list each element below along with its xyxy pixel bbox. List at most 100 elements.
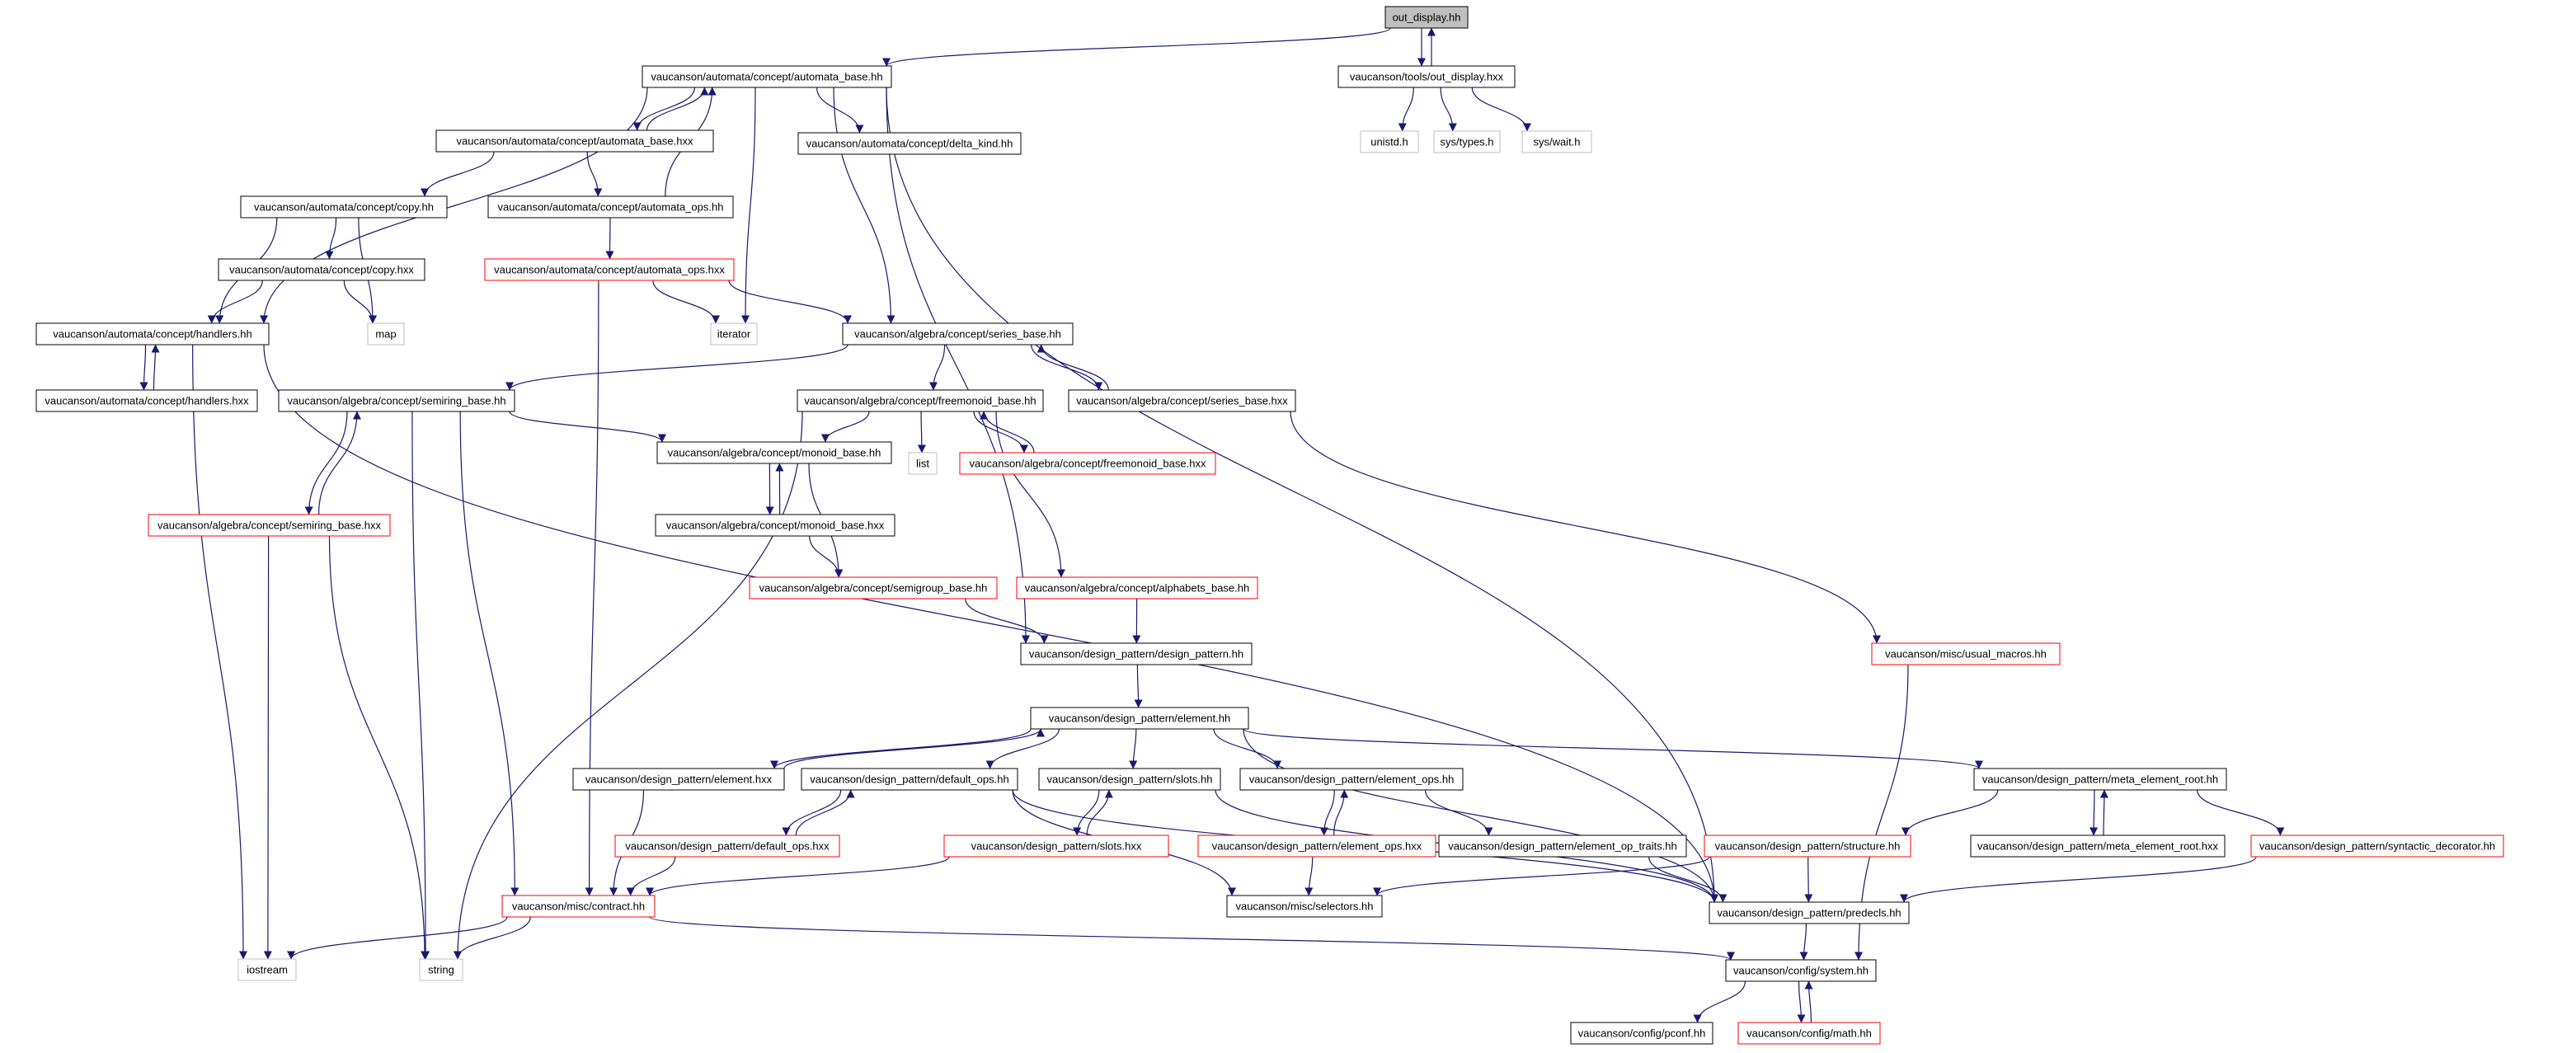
include-edge xyxy=(1440,87,1457,132)
node-label: vaucanson/tools/out_display.hxx xyxy=(1350,71,1504,83)
graph-node[interactable]: vaucanson/design_pattern/default_ops.hxx xyxy=(614,834,840,858)
graph-node[interactable]: out_display.hh xyxy=(1384,6,1469,29)
node-label: map xyxy=(375,328,396,341)
graph-node: iostream xyxy=(237,958,297,981)
include-edge xyxy=(1134,664,1143,708)
node-box xyxy=(656,441,892,464)
graph-node[interactable]: vaucanson/config/system.hh xyxy=(1725,959,1877,982)
node-label: list xyxy=(916,458,929,470)
include-edge xyxy=(995,411,1065,578)
graph-node[interactable]: vaucanson/design_pattern/meta_element_ro… xyxy=(1970,834,2226,858)
node-label: vaucanson/automata/concept/delta_kind.hh xyxy=(806,138,1013,150)
node-box xyxy=(1226,895,1383,918)
graph-node[interactable]: vaucanson/design_pattern/syntactic_decor… xyxy=(2250,834,2504,858)
graph-node[interactable]: vaucanson/algebra/concept/series_base.hx… xyxy=(1068,389,1296,412)
node-label: vaucanson/design_pattern/element_ops.hxx xyxy=(1212,840,1422,853)
node-box xyxy=(614,834,840,858)
node-label: vaucanson/automata/concept/handlers.hh xyxy=(53,328,251,341)
edge-layer xyxy=(139,27,2285,1023)
include-edge xyxy=(770,728,1032,769)
graph-node[interactable]: vaucanson/algebra/concept/freemonoid_bas… xyxy=(797,389,1044,412)
graph-node[interactable]: vaucanson/algebra/concept/series_base.hh xyxy=(842,322,1074,346)
graph-node[interactable]: vaucanson/algebra/concept/alphabets_base… xyxy=(1016,576,1258,599)
node-box xyxy=(1239,768,1464,791)
graph-node[interactable]: vaucanson/algebra/concept/semiring_base.… xyxy=(278,389,515,412)
node-label: vaucanson/automata/concept/handlers.hxx xyxy=(45,395,249,407)
graph-node[interactable]: vaucanson/tools/out_display.hxx xyxy=(1337,65,1516,88)
include-edge xyxy=(1425,789,1493,836)
node-box xyxy=(710,322,758,346)
graph-node[interactable]: vaucanson/automata/concept/copy.hxx xyxy=(218,258,425,281)
node-label: iostream xyxy=(247,964,288,976)
node-box xyxy=(572,768,785,791)
graph-node[interactable]: vaucanson/design_pattern/element_ops.hh xyxy=(1239,768,1464,791)
include-edge xyxy=(454,411,803,960)
graph-node[interactable]: vaucanson/config/math.hh xyxy=(1737,1022,1881,1045)
graph-node[interactable]: vaucanson/automata/concept/automata_base… xyxy=(642,65,892,88)
graph-node[interactable]: vaucanson/design_pattern/element_ops.hxx xyxy=(1197,834,1436,858)
include-edge xyxy=(287,916,508,960)
graph-node[interactable]: vaucanson/design_pattern/element.hh xyxy=(1030,707,1249,730)
graph-node[interactable]: vaucanson/automata/concept/handlers.hxx xyxy=(35,389,258,412)
node-label: vaucanson/design_pattern/syntactic_decor… xyxy=(2259,840,2495,853)
graph-node[interactable]: vaucanson/automata/concept/delta_kind.hh xyxy=(797,132,1022,155)
node-label: vaucanson/algebra/concept/series_base.hh xyxy=(854,328,1061,341)
graph-node[interactable]: vaucanson/algebra/concept/semiring_base.… xyxy=(148,514,391,537)
graph-node: unistd.h xyxy=(1360,130,1419,153)
node-label: vaucanson/misc/usual_macros.hh xyxy=(1885,648,2047,660)
node-box xyxy=(797,389,1044,412)
graph-node[interactable]: vaucanson/design_pattern/meta_element_ro… xyxy=(1973,768,2227,791)
graph-node[interactable]: vaucanson/automata/concept/automata_base… xyxy=(435,129,714,153)
graph-node[interactable]: vaucanson/misc/contract.hh xyxy=(501,895,656,918)
graph-node[interactable]: vaucanson/design_pattern/slots.hxx xyxy=(943,834,1169,858)
graph-node: sys/types.h xyxy=(1433,130,1501,153)
include-edge xyxy=(1804,980,1813,1023)
graph-node[interactable]: vaucanson/config/pconf.hh xyxy=(1570,1022,1713,1045)
graph-node[interactable]: vaucanson/automata/concept/automata_ops.… xyxy=(484,258,735,281)
graph-node[interactable]: vaucanson/algebra/concept/monoid_base.hx… xyxy=(655,514,895,537)
node-box xyxy=(2250,834,2504,858)
node-label: vaucanson/design_pattern/element.hh xyxy=(1049,712,1230,725)
graph-node[interactable]: vaucanson/automata/concept/copy.hh xyxy=(240,195,448,219)
graph-node[interactable]: vaucanson/design_pattern/predecls.hh xyxy=(1709,901,1910,924)
node-box xyxy=(1038,768,1221,791)
include-edge xyxy=(317,411,361,515)
include-edge xyxy=(795,789,855,836)
graph-node[interactable]: vaucanson/algebra/concept/monoid_base.hh xyxy=(656,441,892,464)
node-label: vaucanson/config/system.hh xyxy=(1733,965,1869,977)
include-edge xyxy=(917,411,926,454)
include-edge xyxy=(652,280,720,324)
graph-node: string xyxy=(419,958,463,981)
graph-node[interactable]: vaucanson/design_pattern/structure.hh xyxy=(1704,834,1911,858)
node-label: vaucanson/algebra/concept/freemonoid_bas… xyxy=(970,458,1206,470)
include-edge xyxy=(820,411,870,443)
node-box xyxy=(908,452,938,475)
node-box xyxy=(1068,389,1296,412)
graph-node[interactable]: vaucanson/algebra/concept/freemonoid_bas… xyxy=(959,452,1216,475)
graph-node[interactable]: vaucanson/automata/concept/automata_ops.… xyxy=(487,195,734,219)
include-edge xyxy=(1243,728,1983,769)
node-label: vaucanson/design_pattern/meta_element_ro… xyxy=(1977,840,2218,853)
graph-node[interactable]: vaucanson/design_pattern/element_op_trai… xyxy=(1438,834,1687,858)
node-box xyxy=(1725,959,1877,982)
node-label: vaucanson/design_pattern/predecls.hh xyxy=(1717,907,1901,919)
node-box xyxy=(1438,834,1687,858)
include-edge xyxy=(1471,87,1531,132)
graph-node[interactable]: vaucanson/design_pattern/slots.hh xyxy=(1038,768,1221,791)
include-edge xyxy=(263,535,272,960)
include-edge xyxy=(882,27,1391,67)
node-label: vaucanson/algebra/concept/monoid_base.hx… xyxy=(666,519,885,532)
node-box xyxy=(1973,768,2227,791)
graph-node[interactable]: vaucanson/misc/selectors.hh xyxy=(1226,895,1383,918)
node-box xyxy=(218,258,425,281)
graph-node[interactable]: vaucanson/design_pattern/element.hxx xyxy=(572,768,785,791)
graph-node[interactable]: vaucanson/algebra/concept/semigroup_base… xyxy=(749,576,998,599)
include-edge xyxy=(1333,789,1349,836)
graph-node[interactable]: vaucanson/design_pattern/design_pattern.… xyxy=(1020,642,1253,665)
include-edge xyxy=(421,151,495,197)
graph-node[interactable]: vaucanson/misc/usual_macros.hh xyxy=(1871,642,2061,665)
graph-node[interactable]: vaucanson/automata/concept/handlers.hh xyxy=(35,322,270,346)
include-edge xyxy=(325,217,337,260)
graph-node[interactable]: vaucanson/design_pattern/default_ops.hh xyxy=(801,768,1018,791)
node-label: vaucanson/algebra/concept/semigroup_base… xyxy=(759,582,988,595)
